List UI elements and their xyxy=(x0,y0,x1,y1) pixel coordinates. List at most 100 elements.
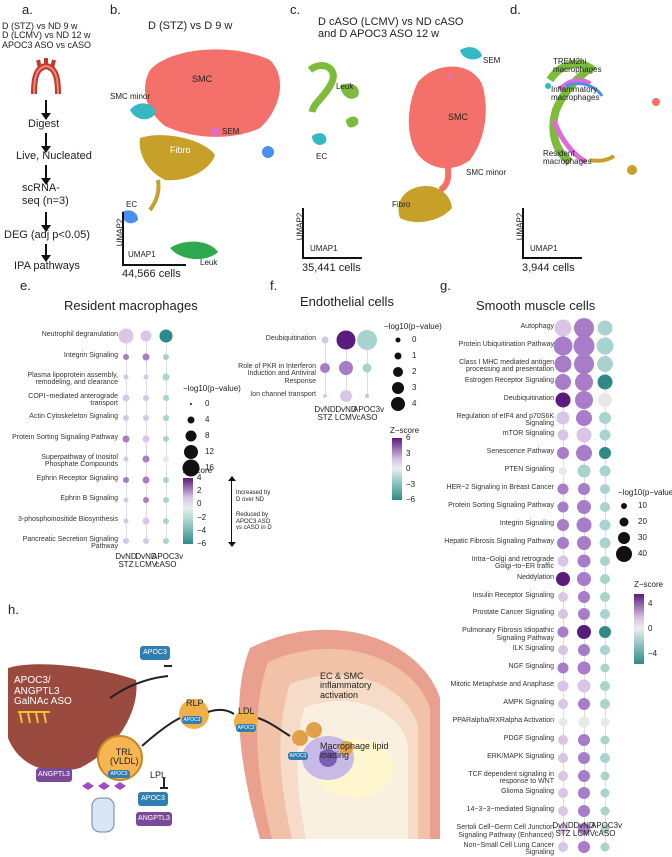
g-row-label: Insulin Receptor Signaling xyxy=(472,591,554,599)
h-trl-2: (VLDL) xyxy=(110,756,139,767)
e-annot-down: Reduced by APOC3 ASO vs cASO in D xyxy=(236,512,272,532)
panel-b-umap xyxy=(122,49,281,260)
g-row-label: Neddylation xyxy=(517,573,554,581)
g-dot xyxy=(599,465,611,477)
e-dot xyxy=(140,330,152,342)
e-size-label: 16 xyxy=(205,463,214,472)
e-dot xyxy=(163,394,169,401)
e-annot-arrow-down xyxy=(228,542,236,547)
g-dot xyxy=(600,502,610,512)
f-dot xyxy=(320,363,330,373)
g-dot xyxy=(557,555,569,567)
e-color-tick: −6 xyxy=(197,539,207,548)
g-dot xyxy=(554,355,572,373)
h-ec-smc: EC & SMC inflammatory activation xyxy=(320,671,372,700)
panel-label-e: e. xyxy=(20,278,31,293)
step-live-nucleated: Live, Nucleated xyxy=(16,150,92,162)
e-size-dot xyxy=(184,445,198,459)
g-dot xyxy=(600,573,610,584)
g-dot xyxy=(577,535,591,550)
umap-c-cells: 35,441 cells xyxy=(302,262,361,274)
umap-d-trem2: TREM2hi macrophages xyxy=(553,57,601,75)
g-gridline-0 xyxy=(563,328,564,848)
e-row-label: Pancreatic Secretion Signaling Pathway xyxy=(22,536,118,551)
h-trl-1: TRL xyxy=(115,747,133,757)
g-row-label: Non−Small Cell Lung Cancer Signaling xyxy=(463,842,554,857)
umap-b-xlabel: UMAP1 xyxy=(128,250,156,259)
f-row-label: Ion channel transport xyxy=(250,391,316,398)
e-dot xyxy=(142,435,150,442)
g-dot xyxy=(578,716,590,728)
h-macro-2: loading xyxy=(320,750,350,761)
g-row-label: Glioma Signaling xyxy=(501,788,554,796)
g-dot xyxy=(600,806,610,816)
g-dot xyxy=(557,662,569,674)
g-row-label: Class I MHC mediated antigen processing … xyxy=(459,358,554,374)
f-size-dot xyxy=(394,352,402,360)
e-row-label: Actin Cytoskeleton Signaling xyxy=(29,413,118,420)
umap-b-ec: EC xyxy=(126,200,138,209)
g-dot xyxy=(555,373,571,390)
umap-d-yaxis xyxy=(522,208,524,258)
g-dot xyxy=(577,661,591,675)
panel-label-f: f. xyxy=(270,278,278,293)
g-dot xyxy=(599,411,611,424)
f-size-label: 4 xyxy=(412,399,417,408)
e-size-dot xyxy=(185,430,197,442)
g-dot xyxy=(558,609,568,620)
g-dot xyxy=(557,518,569,531)
e-color-bar xyxy=(183,478,193,544)
e-color-tick: 0 xyxy=(197,499,202,509)
g-dot xyxy=(577,464,591,478)
g-dot xyxy=(578,697,590,710)
f-size-dot xyxy=(393,367,403,377)
g-row-label: Integrin Signaling xyxy=(499,519,554,527)
g-row-label: AMPK Signaling xyxy=(503,698,554,706)
g-dot xyxy=(600,484,610,495)
g-dot xyxy=(577,679,591,693)
g-dot xyxy=(578,805,590,818)
panel-f-title: Endothelial cells xyxy=(300,294,394,309)
umap-d-xaxis xyxy=(522,257,582,259)
f-size-dot xyxy=(392,382,404,394)
g-row-label: Prostate Cancer Signaling xyxy=(472,609,554,617)
g-size-legend-title: −log10(p−value) xyxy=(618,488,672,497)
g-dot xyxy=(553,336,573,356)
h-liver-line3: GalNAc ASO xyxy=(14,696,72,707)
g-dot xyxy=(600,842,610,852)
g-dot xyxy=(577,571,591,586)
design-line-3: APOC3 ASO vs cASO xyxy=(2,39,92,50)
g-dot xyxy=(599,537,611,549)
h-trl: TRL (VLDL) xyxy=(110,747,139,767)
panel-g-title: Smooth muscle cells xyxy=(476,298,596,313)
g-dot xyxy=(559,467,567,476)
g-dot xyxy=(557,536,569,549)
g-dot xyxy=(558,698,568,709)
g-size-label: 20 xyxy=(638,517,647,526)
umap-c-ec: EC xyxy=(316,152,328,161)
umap-d-ylabel: UMAP2 xyxy=(515,212,525,241)
g-color-legend-title: Z−score xyxy=(634,580,664,589)
f-dot xyxy=(339,361,353,375)
h-apoc3-rlp: APOC3 xyxy=(182,716,202,724)
g-row-label: Deubiquitination xyxy=(503,394,554,402)
e-row-label: COPI−mediated anterograde transport xyxy=(28,392,118,407)
e-color-tick: −2 xyxy=(197,512,207,522)
g-dot xyxy=(558,824,568,835)
g-color-tick: 0 xyxy=(648,624,653,633)
g-row-label: mTOR Signaling xyxy=(502,430,554,438)
e-dot xyxy=(123,518,129,523)
f-dot xyxy=(323,394,327,398)
e-dot xyxy=(163,497,169,503)
g-row-label: PDGF Signaling xyxy=(503,734,554,742)
e-row-label: Ephrin B Signaling xyxy=(60,495,118,502)
g-dot xyxy=(557,447,569,460)
g-dot xyxy=(574,318,594,338)
g-dot xyxy=(576,517,592,533)
g-row-label: Intra−Golgi and retrograde Golgi−to−ER t… xyxy=(471,555,554,571)
g-row-label: Estrogen Receptor Signaling xyxy=(464,376,554,384)
umap-c-xaxis xyxy=(302,257,362,259)
g-dot xyxy=(578,769,590,782)
g-row-label: ERK/MAPK Signaling xyxy=(487,752,554,760)
